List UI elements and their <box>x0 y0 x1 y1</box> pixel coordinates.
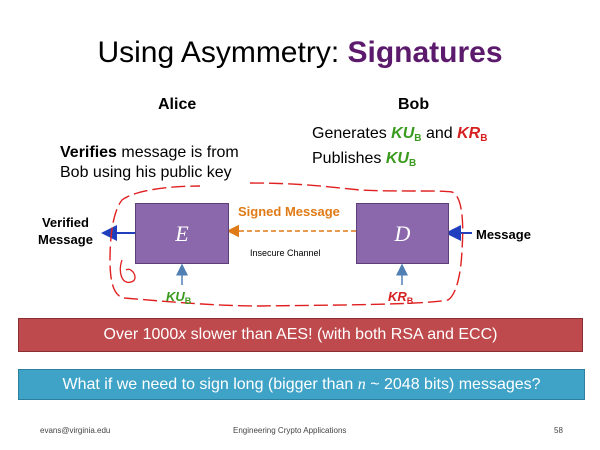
footer-page-number: 58 <box>554 426 563 435</box>
bob-line-1-and: and <box>421 125 458 142</box>
ku-b-published: KUB <box>385 150 417 169</box>
alice-heading: Alice <box>158 96 197 113</box>
box-e-label: E <box>175 220 189 246</box>
banner-red-rest: slower than AES! (with both RSA and ECC) <box>186 326 498 343</box>
footer-email: evans@virginia.edu <box>40 426 111 435</box>
banner-blue-n: n <box>357 375 366 393</box>
ku-b-key-label: KUB <box>166 289 191 306</box>
ku-b-label: KUB <box>391 125 422 144</box>
kr-b-key-label: KRB <box>388 289 413 306</box>
signed-message-label: Signed Message <box>238 204 340 219</box>
ku-key-sub: B <box>184 296 192 306</box>
bob-line-2-prefix: Publishes <box>312 150 386 167</box>
kr-key-text: KR <box>388 289 407 304</box>
sign-box-d: D <box>356 203 449 264</box>
title-plain: Using Asymmetry: <box>97 36 348 69</box>
kr-b-label: KRB <box>457 125 488 144</box>
slide-title: Using Asymmetry: Signatures <box>0 34 600 72</box>
performance-banner: Over 1000x slower than AES! (with both R… <box>18 318 583 352</box>
verified-line-2: Message <box>38 232 93 247</box>
ink-loop-annotation <box>109 182 464 307</box>
message-input-label: Message <box>476 227 531 242</box>
kr-text: KR <box>457 125 481 142</box>
box-d-label: D <box>394 220 411 246</box>
bob-description: Generates KUB and KRB Publishes KUB <box>312 124 487 174</box>
alice-line-2: Bob using his public key <box>60 164 232 181</box>
alice-line-1: Verifies message is from <box>60 143 239 163</box>
alice-description: Verifies message is from Bob using his p… <box>60 143 239 183</box>
alice-line-1-rest: message is from <box>116 144 239 161</box>
ku-text: KU <box>391 125 415 142</box>
banner-blue-prefix: What if we need to sign long (bigger tha… <box>62 375 358 393</box>
ku-sub-2: B <box>408 158 417 169</box>
performance-banner-text: Over 1000x slower than AES! (with both R… <box>104 326 498 344</box>
title-accent: Signatures <box>347 36 503 69</box>
ink-scribble <box>119 259 136 283</box>
bob-line-2: Publishes KUB <box>312 149 487 174</box>
verified-line-1: Verified <box>41 215 89 230</box>
ku-key-text: KU <box>166 289 185 304</box>
bob-line-1: Generates KUB and KRB <box>312 124 487 149</box>
ku-text-2: KU <box>385 150 409 167</box>
banner-red-x: x <box>178 326 187 343</box>
bob-line-1-prefix: Generates <box>312 125 392 142</box>
question-banner-text: What if we need to sign long (bigger tha… <box>62 376 540 394</box>
bob-heading: Bob <box>398 96 430 113</box>
alice-line-1-bold: Verifies <box>60 144 117 161</box>
insecure-channel-label: Insecure Channel <box>250 248 321 258</box>
banner-red-prefix: Over 1000 <box>103 326 179 343</box>
verified-message-label: Verified Message <box>38 214 93 248</box>
kr-key-sub: B <box>406 296 414 306</box>
ku-sub: B <box>414 133 422 144</box>
question-banner: What if we need to sign long (bigger tha… <box>18 369 585 400</box>
footer-course: Engineering Crypto Applications <box>233 426 347 435</box>
kr-sub: B <box>480 133 488 144</box>
verify-box-e: E <box>135 203 229 264</box>
banner-blue-rest: ~ 2048 bits) messages? <box>365 375 541 393</box>
